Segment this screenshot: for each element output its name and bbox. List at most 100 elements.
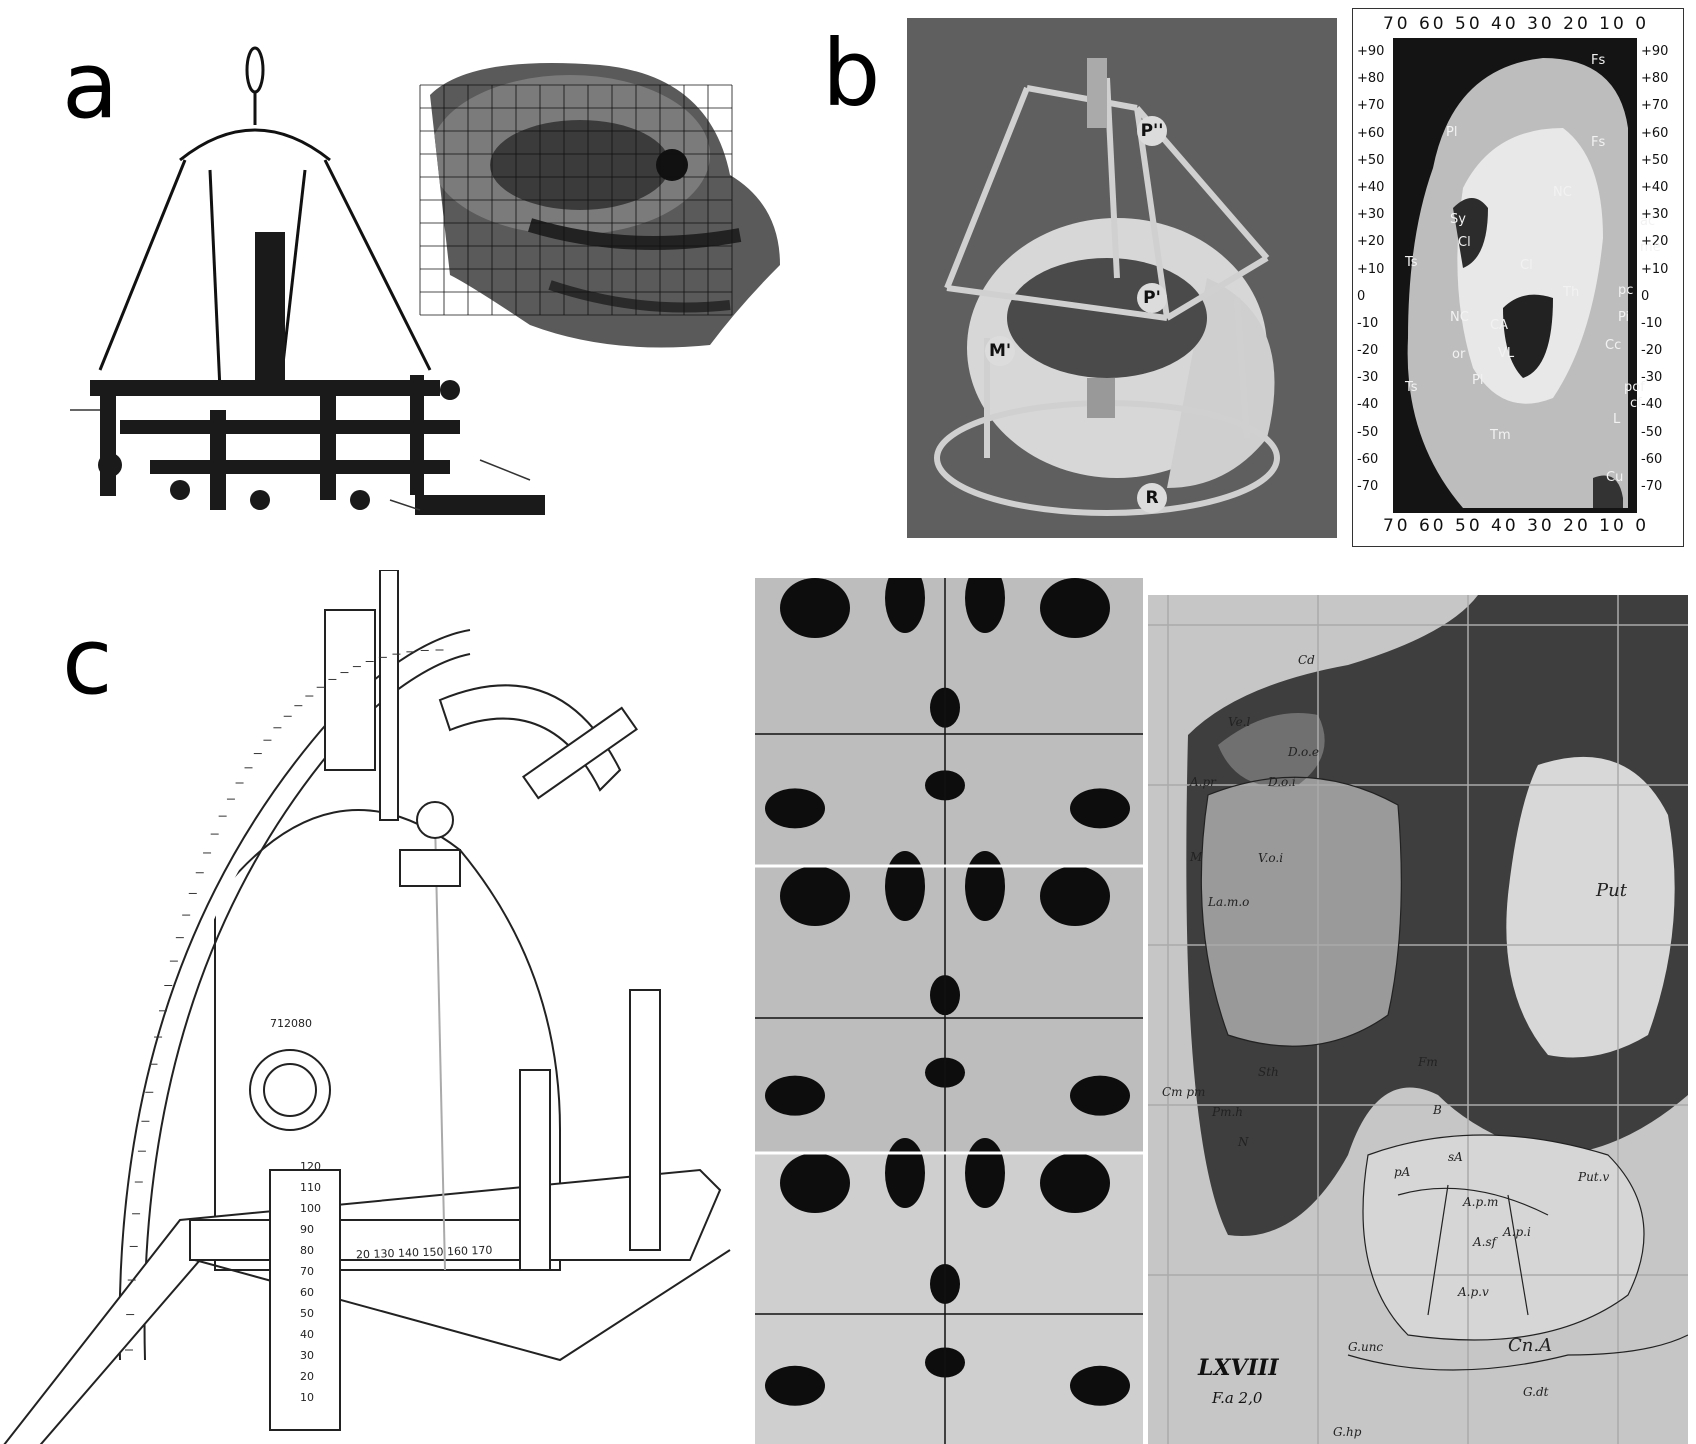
z-scale-number: 100 bbox=[300, 1202, 321, 1215]
atlas-structure-label: Pm.h bbox=[1212, 1105, 1243, 1119]
atlas-structure-label: Put bbox=[1596, 880, 1627, 901]
coronal-structure-label: ac bbox=[1640, 214, 1656, 229]
marker-p-prime: P' bbox=[1137, 283, 1167, 313]
atlas-structure-label: Fm bbox=[1418, 1055, 1438, 1069]
coronal-structure-label: Tm bbox=[1490, 428, 1511, 443]
coronal-structure-label: Pi bbox=[1618, 310, 1630, 325]
z-scale-number: 110 bbox=[300, 1181, 321, 1194]
atlas-structure-label: A.pr bbox=[1190, 775, 1216, 789]
atlas-structure-label: pA bbox=[1394, 1165, 1411, 1179]
coronal-brain-section-photo bbox=[1393, 38, 1637, 513]
coronal-structure-label: VL bbox=[1498, 346, 1515, 361]
atlas-structure-label: M bbox=[1190, 850, 1203, 864]
ruler-left-tick: 0 bbox=[1357, 288, 1366, 304]
ruler-right-tick: +50 bbox=[1641, 152, 1669, 168]
panel-letter-b: b bbox=[822, 20, 881, 127]
ruler-right-tick: +40 bbox=[1641, 179, 1669, 195]
ruler-left-tick: +80 bbox=[1357, 71, 1385, 87]
ruler-left-tick: -40 bbox=[1357, 397, 1379, 413]
z-scale-number: 20 bbox=[300, 1370, 314, 1383]
coronal-structure-label: Cc bbox=[1605, 338, 1622, 353]
atlas-plate-title: LXVIII bbox=[1198, 1355, 1279, 1381]
ruler-right-tick: +60 bbox=[1641, 125, 1669, 141]
z-scale-number: 90 bbox=[300, 1223, 314, 1236]
atlas-structure-label: A.p.v bbox=[1458, 1285, 1489, 1299]
ruler-right-tick: -50 bbox=[1641, 424, 1663, 440]
atlas-structure-label: Put.v bbox=[1578, 1170, 1610, 1184]
coronal-structure-label: me bbox=[1640, 240, 1661, 255]
ruler-bottom-scale: 70 60 50 40 30 20 10 0 bbox=[1382, 516, 1650, 536]
coronal-structure-label: cf bbox=[1630, 396, 1642, 411]
z-scale-number: 120 bbox=[300, 1160, 321, 1173]
coronal-structure-label: or bbox=[1452, 347, 1466, 362]
ruler-left-tick: -30 bbox=[1357, 370, 1379, 386]
atlas-structure-label: La.m.o bbox=[1208, 895, 1250, 909]
ruler-left-tick: +50 bbox=[1357, 152, 1385, 168]
sagittal-section-grid-photo bbox=[410, 55, 790, 355]
ruler-right-tick: +80 bbox=[1641, 71, 1669, 87]
atlas-structure-label: B bbox=[1433, 1103, 1442, 1117]
atlas-structure-label: Cm pm bbox=[1162, 1085, 1206, 1099]
coronal-structure-label: NC bbox=[1553, 185, 1572, 200]
z-scale-number: 30 bbox=[300, 1349, 314, 1362]
ruler-left-tick: -70 bbox=[1357, 479, 1379, 494]
coronal-structure-label: Ts bbox=[1405, 380, 1418, 395]
ruler-right-tick: -60 bbox=[1641, 451, 1663, 467]
coronal-structure-label: pc bbox=[1618, 283, 1634, 298]
ruler-top-scale: 70 60 50 40 30 20 10 0 bbox=[1382, 14, 1650, 34]
marker-p-double-prime: P'' bbox=[1137, 116, 1167, 146]
ruler-right-tick: -30 bbox=[1641, 370, 1663, 386]
coronal-structure-label: Cl bbox=[1520, 258, 1533, 273]
coronal-slice-stack bbox=[755, 578, 1143, 1444]
coronal-structure-label: Cu bbox=[1606, 470, 1624, 485]
ruler-right-tick: 0 bbox=[1641, 288, 1650, 304]
atlas-structure-label: V.o.i bbox=[1258, 851, 1284, 865]
atlas-structure-label: A.p.i bbox=[1503, 1225, 1531, 1239]
panel-letter-a: a bbox=[62, 32, 119, 139]
ruler-left-tick: -50 bbox=[1357, 424, 1379, 440]
atlas-structure-label: Ve.l bbox=[1228, 715, 1251, 729]
atlas-structure-label: D.o.e bbox=[1288, 745, 1319, 759]
ruler-left-tick: +30 bbox=[1357, 207, 1385, 223]
atlas-plate-subtitle: F.a 2,0 bbox=[1212, 1389, 1263, 1407]
ruler-right-tick: +30 bbox=[1641, 207, 1669, 223]
ruler-right-tick: -10 bbox=[1641, 315, 1663, 331]
marker-r: R bbox=[1137, 483, 1167, 513]
frame-serial-label: 712080 bbox=[270, 1017, 312, 1030]
ruler-right-tick: +70 bbox=[1641, 98, 1669, 114]
ruler-right-tick: -70 bbox=[1641, 479, 1663, 494]
atlas-structure-label: G.hp bbox=[1333, 1425, 1362, 1439]
coronal-structure-label: Ts bbox=[1405, 255, 1418, 270]
ruler-right-tick: +20 bbox=[1641, 234, 1669, 250]
z-scale-number: 40 bbox=[300, 1328, 314, 1341]
atlas-structure-label: Cd bbox=[1298, 653, 1315, 667]
z-scale-number: 60 bbox=[300, 1286, 314, 1299]
coronal-structure-label: Pl bbox=[1472, 373, 1484, 388]
coronal-structure-label: pof bbox=[1624, 380, 1645, 395]
ruler-left-tick: -20 bbox=[1357, 343, 1379, 359]
ruler-left-tick: +20 bbox=[1357, 234, 1385, 250]
atlas-structure-label: Cn.A bbox=[1508, 1335, 1553, 1356]
coronal-structure-label: Fs bbox=[1591, 53, 1606, 68]
atlas-structure-label: G.dt bbox=[1523, 1385, 1549, 1399]
coronal-structure-label: Pl bbox=[1446, 125, 1458, 140]
ruler-right-tick: +90 bbox=[1641, 44, 1669, 59]
ruler-right-tick: +10 bbox=[1641, 261, 1669, 277]
ruler-right-tick: -20 bbox=[1641, 343, 1663, 359]
ruler-left-tick: -10 bbox=[1357, 315, 1379, 331]
z-scale-number: 70 bbox=[300, 1265, 314, 1278]
coronal-structure-label: Cl bbox=[1458, 235, 1471, 250]
coronal-structure-label: CA bbox=[1490, 318, 1508, 333]
coronal-structure-label: NC bbox=[1450, 310, 1469, 325]
ruler-left-tick: -60 bbox=[1357, 451, 1379, 467]
coronal-structure-label: Fs bbox=[1591, 135, 1606, 150]
coronal-structure-label: Th bbox=[1563, 285, 1580, 300]
ruler-left-tick: +10 bbox=[1357, 261, 1385, 277]
horsley-clarke-frame-illustration bbox=[60, 10, 600, 540]
spiegel-wycis-apparatus-photo: P'' P' M' R bbox=[907, 18, 1337, 538]
atlas-structure-label: A.p.m bbox=[1463, 1195, 1499, 1209]
